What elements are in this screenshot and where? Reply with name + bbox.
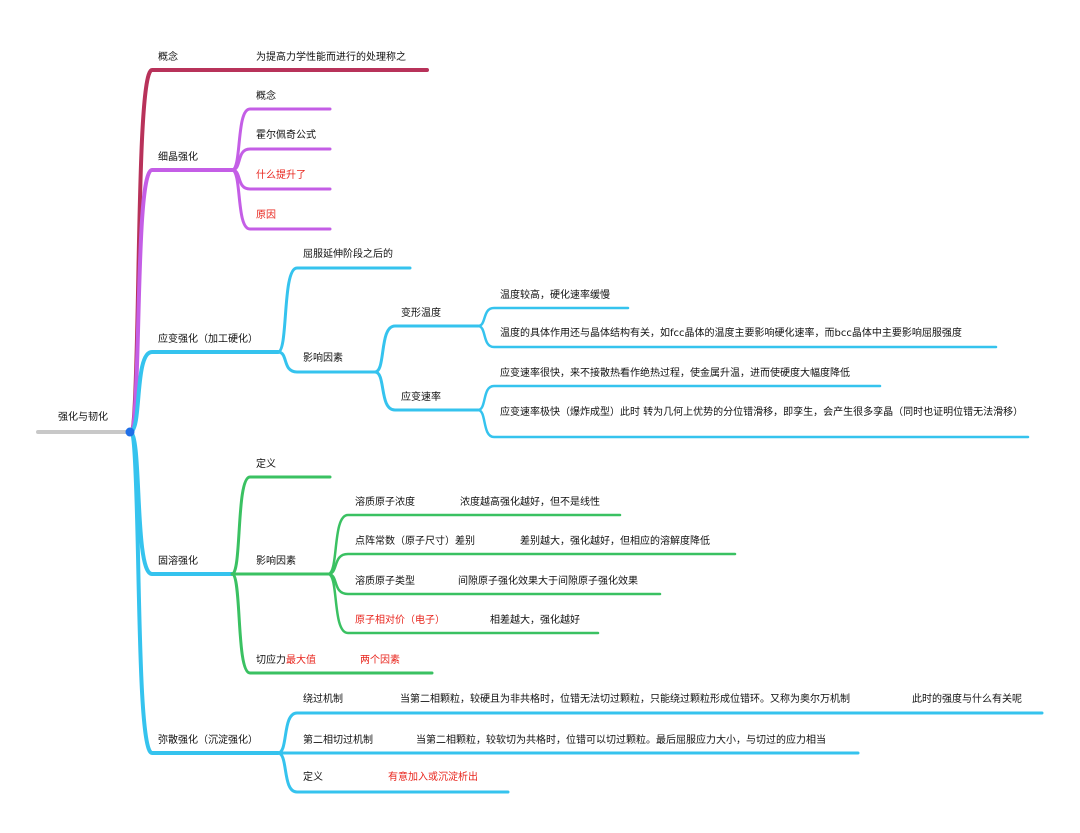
- strain-rate-item-1-line: [476, 384, 882, 412]
- factors-line: [276, 350, 377, 374]
- shear-stress-max-highlight: 最大值: [286, 655, 316, 666]
- branch-solid-solution-line: [128, 430, 234, 576]
- shear-stress-two-factors[interactable]: 两个因素: [360, 655, 400, 666]
- bypass-mechanism-text[interactable]: 当第二相颗粒，较硬且为非共格时，位错无法切过颗粒，只能绕过颗粒形成位错环。又称为…: [400, 694, 850, 705]
- root-node-label[interactable]: 强化与韧化: [58, 412, 108, 423]
- strain-rate-item-2[interactable]: 应变速率极快（爆炸成型）此时 转为几何上优势的分位错滑移，即孪生，会产生很多孪晶…: [500, 407, 1024, 418]
- branch-dispersion-line: [128, 430, 280, 755]
- fine-grain-item-what-improved[interactable]: 什么提升了: [256, 170, 306, 181]
- factor-concentration-label[interactable]: 溶质原子浓度: [355, 497, 415, 508]
- factor-lattice-line: [326, 552, 737, 576]
- strain-hardening-after-yield[interactable]: 屈服延伸阶段之后的: [303, 249, 393, 260]
- after-yield-line: [276, 266, 412, 354]
- bypass-mechanism-line: [276, 711, 1044, 755]
- factor-concentration-line: [326, 513, 622, 576]
- factor-lattice-note[interactable]: 差别越大，强化越好，但相应的溶解度降低: [520, 536, 710, 547]
- solid-solution-definition[interactable]: 定义: [256, 459, 276, 470]
- factor-valence-label[interactable]: 原子相对价（电子）: [355, 615, 445, 626]
- strain-rate-line: [373, 370, 480, 412]
- dispersion-definition-label[interactable]: 定义: [303, 772, 323, 783]
- fine-grain-item-hall-petch[interactable]: 霍尔佩奇公式: [256, 130, 316, 141]
- strain-hardening-factors[interactable]: 影响因素: [303, 353, 343, 364]
- factor-solute-type-note[interactable]: 间隙原子强化效果大于间隙原子强化效果: [458, 576, 638, 587]
- branch-fine-grain-label[interactable]: 细晶强化: [158, 152, 198, 163]
- shear-stress-max-label[interactable]: 切应力最大值: [256, 654, 316, 667]
- deform-temp-item-1[interactable]: 温度较高，硬化速率缓慢: [500, 290, 610, 301]
- shear-stress-line: [230, 572, 434, 675]
- cutting-mechanism-text[interactable]: 当第二相颗粒，较软切为共格时，位错可以切过颗粒。最后屈服应力大小，与切过的应力相…: [416, 735, 826, 746]
- root-junction-dot: [125, 427, 135, 437]
- factor-lattice-label[interactable]: 点阵常数（原子尺寸）差别: [355, 536, 475, 547]
- shear-stress-prefix: 切应力: [256, 655, 286, 666]
- cutting-mechanism-label[interactable]: 第二相切过机制: [303, 735, 373, 746]
- deform-temp-line: [373, 324, 480, 374]
- branch-strain-hardening-line: [128, 350, 280, 434]
- factor-strain-rate[interactable]: 应变速率: [401, 392, 441, 403]
- branch-concept-label[interactable]: 概念: [158, 52, 178, 63]
- branch-strain-hardening-label[interactable]: 应变强化（加工硬化）: [158, 334, 258, 345]
- fine-grain-item-reason[interactable]: 原因: [256, 210, 276, 221]
- dispersion-definition-text[interactable]: 有意加入或沉淀析出: [388, 772, 478, 783]
- factor-concentration-note[interactable]: 浓度越高强化越好，但不是线性: [460, 497, 600, 508]
- solid-definition-line: [230, 475, 332, 576]
- factor-deform-temp[interactable]: 变形温度: [401, 308, 441, 319]
- fine-grain-child-line-3: [230, 168, 332, 231]
- branch-fine-grain-line: [128, 168, 234, 434]
- bypass-mechanism-question[interactable]: 此时的强度与什么有关呢: [912, 694, 1022, 705]
- fine-grain-child-line-1: [230, 147, 332, 172]
- bypass-mechanism-label[interactable]: 绕过机制: [303, 694, 343, 705]
- factor-valence-note[interactable]: 相差越大，强化越好: [490, 615, 580, 626]
- strain-rate-item-2-line: [476, 408, 1030, 439]
- dispersion-definition-line: [276, 751, 510, 794]
- branch-dispersion-label[interactable]: 弥散强化（沉淀强化）: [158, 735, 258, 746]
- deform-temp-item-1-line: [476, 306, 630, 328]
- solid-solution-factors[interactable]: 影响因素: [256, 556, 296, 567]
- factor-valence-line: [326, 572, 600, 635]
- deform-temp-item-2[interactable]: 温度的具体作用还与晶体结构有关，如fcc晶体的温度主要影响硬化速率，而bcc晶体…: [500, 328, 962, 339]
- factor-solute-type-label[interactable]: 溶质原子类型: [355, 576, 415, 587]
- fine-grain-item-concept[interactable]: 概念: [256, 91, 276, 102]
- branch-concept-definition[interactable]: 为提高力学性能而进行的处理称之: [256, 52, 406, 63]
- deform-temp-item-2-line: [476, 324, 998, 349]
- branch-solid-solution-label[interactable]: 固溶强化: [158, 556, 198, 567]
- strain-rate-item-1[interactable]: 应变速率很快，来不接散热看作绝热过程，使金属升温，进而使硬度大幅度降低: [500, 368, 850, 379]
